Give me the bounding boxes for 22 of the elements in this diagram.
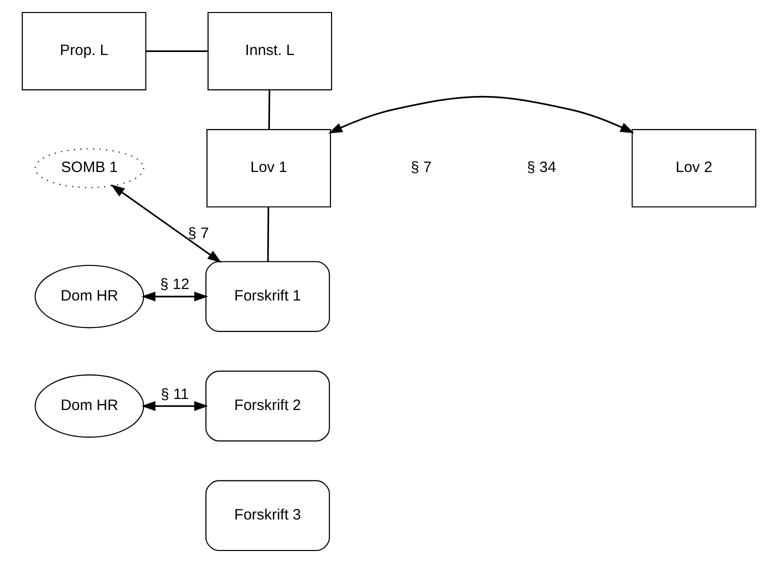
arrow (141, 401, 208, 411)
edge-label: § 12 (160, 276, 190, 294)
connector (268, 90, 270, 130)
edge-label: § 7 (188, 225, 209, 242)
node-box: Lov 2 (632, 129, 756, 208)
node-box: Forskrift 2 (205, 370, 330, 442)
label: § 7 (410, 159, 432, 176)
node-ellipse: Dom HR (34, 374, 144, 438)
node-box: Forskrift 1 (205, 261, 330, 332)
label: § 34 (526, 159, 556, 176)
node-box: Lov 1 (206, 129, 332, 208)
edge-label: § 11 (160, 386, 189, 403)
connector (267, 207, 270, 262)
connector (146, 50, 208, 52)
arrow (110, 184, 222, 263)
node-ellipse: SOMB 1 (34, 148, 144, 188)
arrow (328, 96, 634, 134)
node-ellipse: Dom HR (34, 264, 144, 328)
node-box: Innst. L (208, 12, 332, 90)
node-box: Prop. L (22, 12, 146, 90)
arrow (141, 292, 208, 302)
node-box: Forskrift 3 (205, 480, 330, 552)
